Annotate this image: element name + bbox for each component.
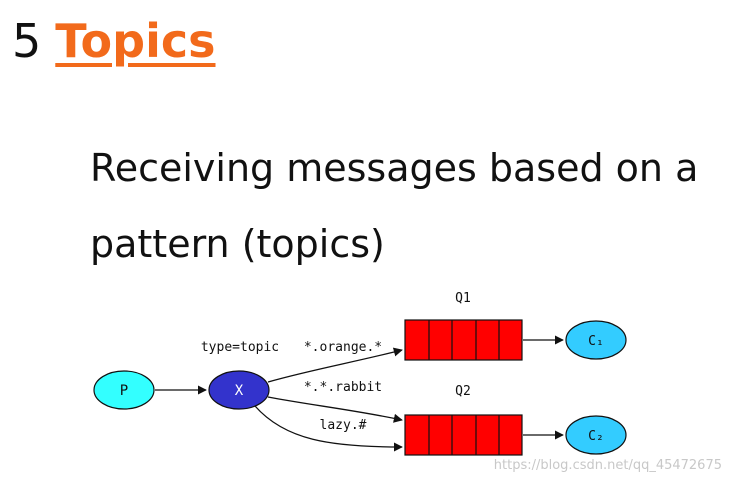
exchange-label: X (235, 383, 244, 399)
producer-node: P (93, 370, 155, 410)
consumer-c1-node: C₁ (565, 320, 627, 360)
subtitle: Receiving messages based on a pattern (t… (90, 146, 699, 266)
queue-q1-label: Q1 (455, 291, 471, 306)
exchange-node: X (208, 370, 270, 410)
edge-exchange-q1 (267, 347, 403, 383)
consumer-c2-node: C₂ (565, 415, 627, 455)
consumer-c1-label: C₁ (588, 334, 604, 349)
queue-q2 (404, 414, 523, 456)
watermark: https://blog.csdn.net/qq_45472675 (493, 458, 722, 473)
exchange-type-label: type=topic (201, 340, 279, 355)
edge-exchange-q2-lazy (254, 405, 403, 452)
binding-key-lazy: lazy.# (320, 418, 367, 433)
binding-key-orange: *.orange.* (304, 340, 382, 355)
topic-exchange-diagram: P X Q1 Q2 C₁ C₂ type=topic *.orange.* *.… (93, 291, 627, 456)
edge-exchange-q2-rabbit (267, 396, 403, 423)
section-number: 5 (12, 14, 42, 68)
consumer-c2-label: C₂ (588, 429, 604, 444)
queue-q1 (404, 319, 523, 361)
binding-key-rabbit: *.*.rabbit (304, 380, 382, 395)
queue-q2-label: Q2 (455, 384, 471, 399)
heading: 5 Topics (12, 14, 216, 84)
section-title-link[interactable]: Topics (55, 14, 216, 68)
producer-label: P (120, 383, 128, 399)
